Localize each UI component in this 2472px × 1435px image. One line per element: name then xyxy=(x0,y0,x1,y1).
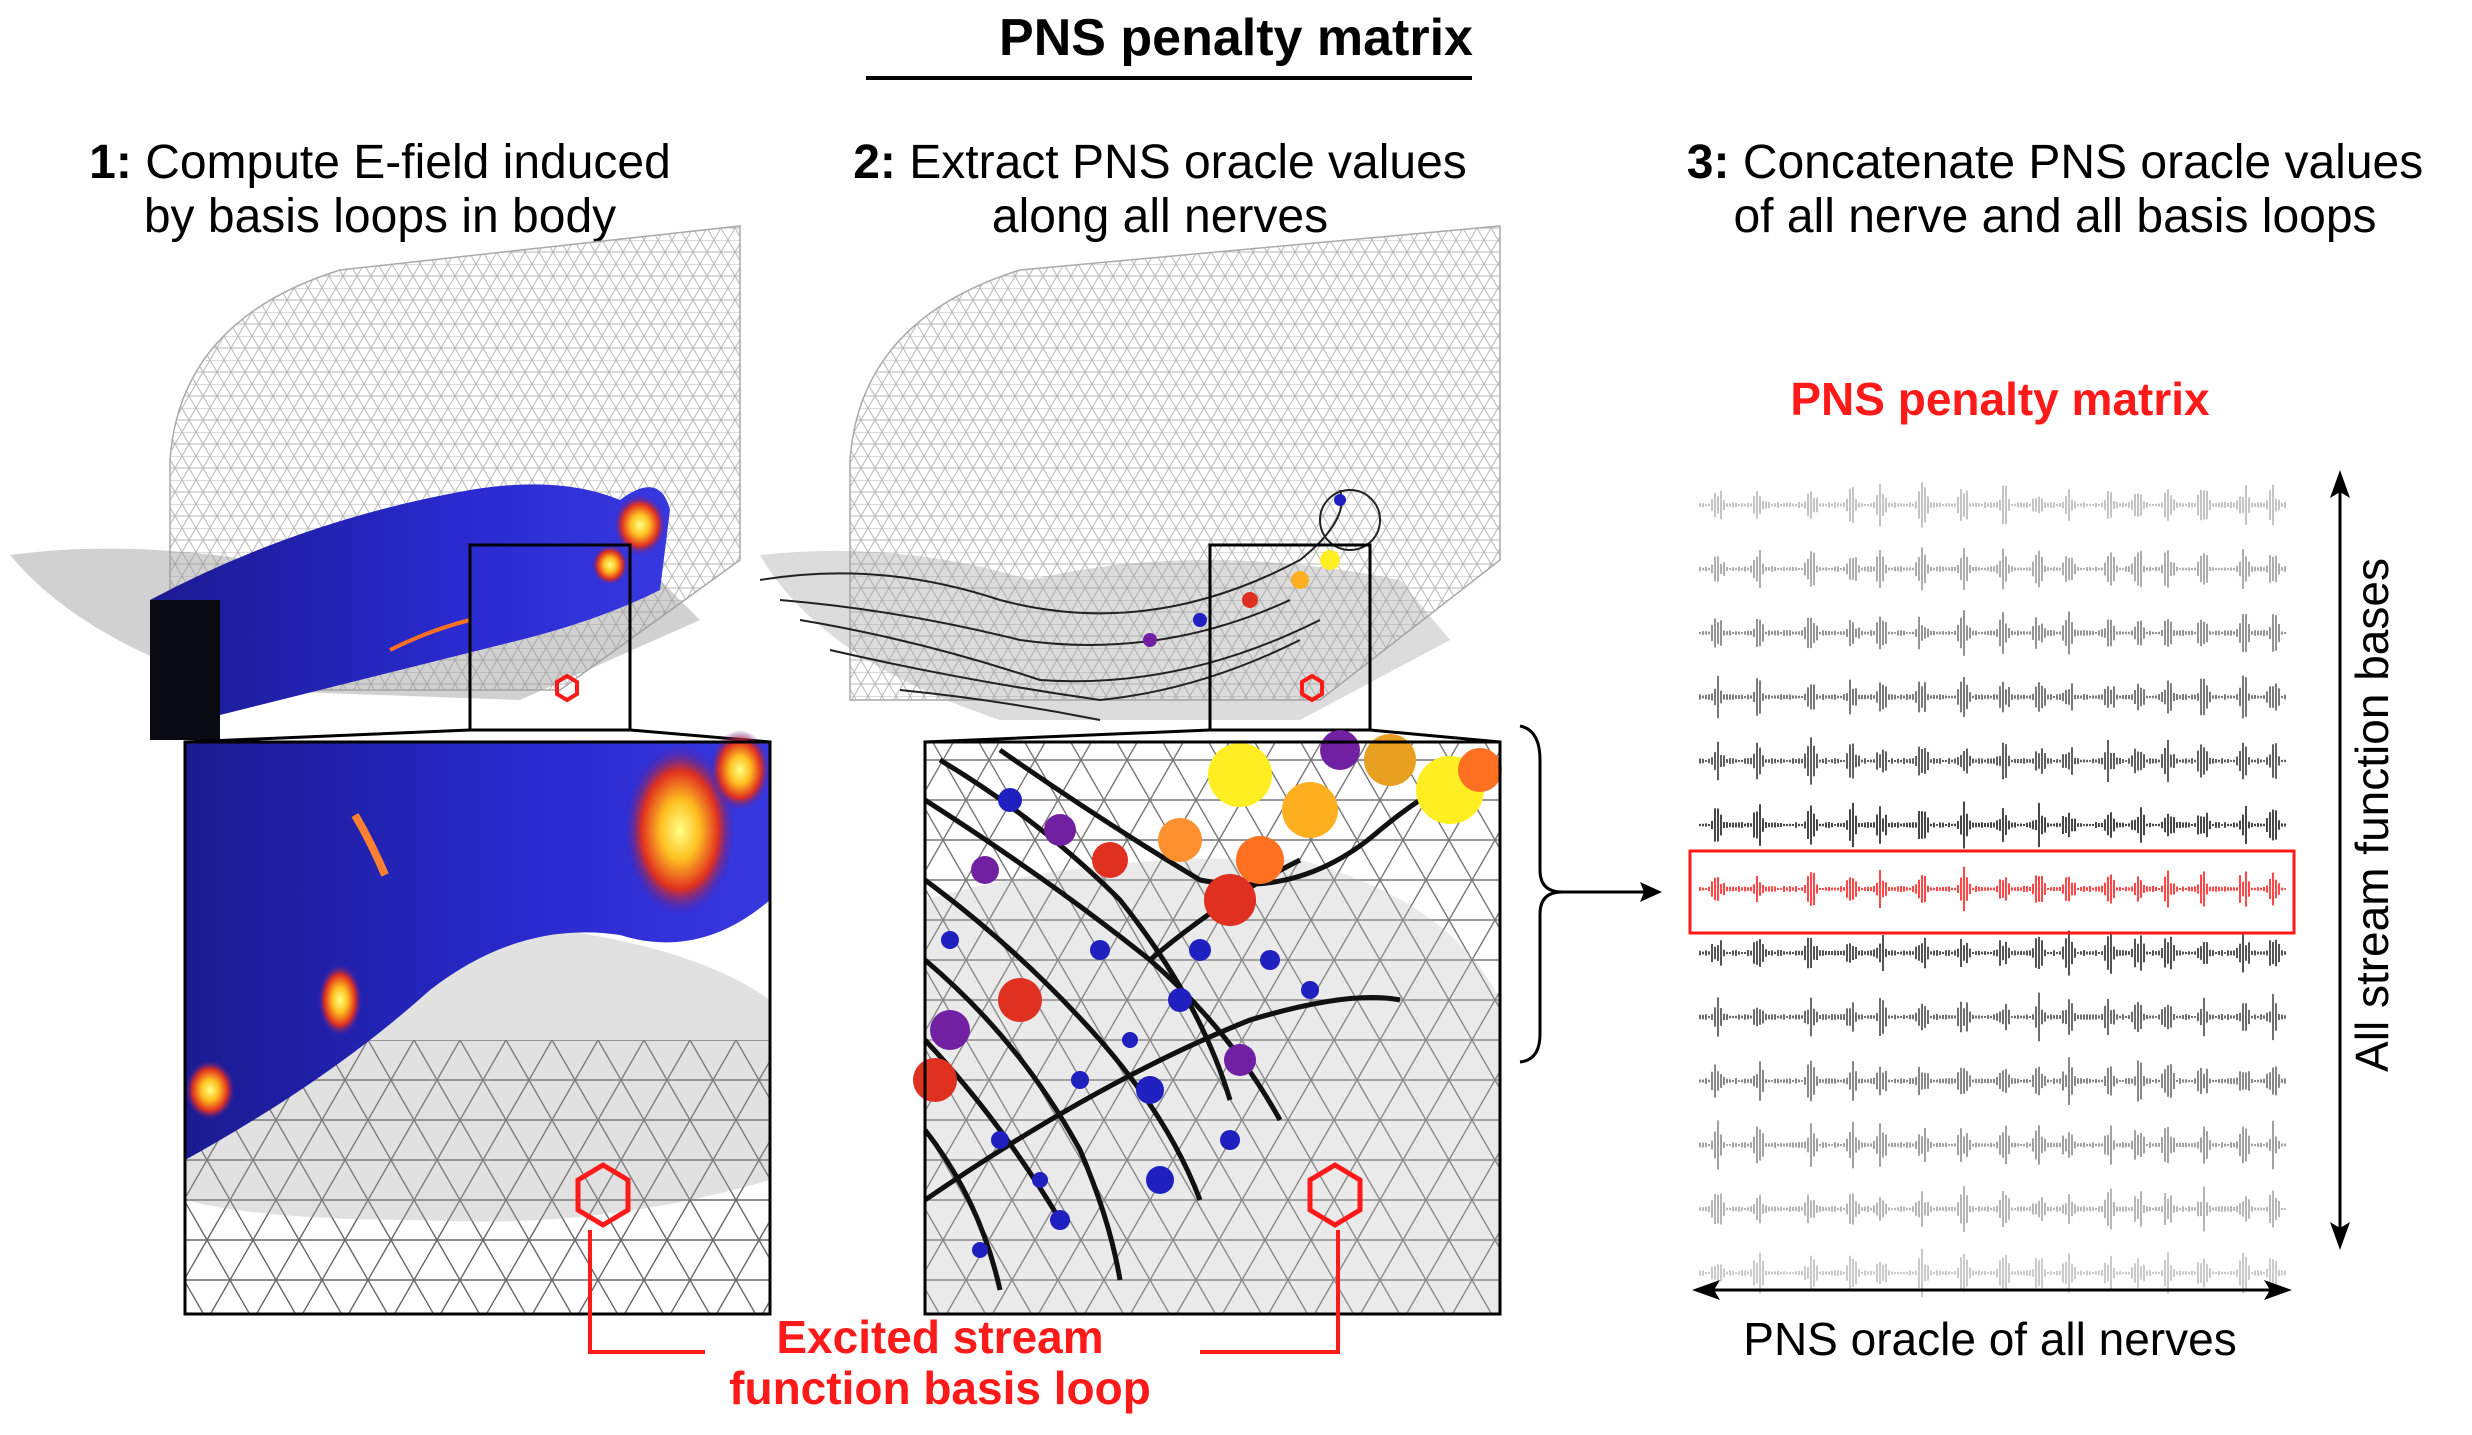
panel-1-efield xyxy=(10,225,772,1316)
step-2-line1: Extract PNS oracle values xyxy=(909,136,1467,189)
signal-row xyxy=(1699,737,2286,785)
panel-2-nerves xyxy=(759,225,1662,1316)
step-1-line1: Compute E-field induced xyxy=(145,136,671,189)
collect-bracket xyxy=(1519,724,1563,1064)
body-feet xyxy=(150,600,220,740)
signal-row xyxy=(1699,1120,2286,1170)
oracle-marker xyxy=(1208,743,1272,807)
penalty-matrix xyxy=(1688,470,2350,1300)
signal-row xyxy=(1699,610,2286,656)
scanner-bore-mesh-2 xyxy=(849,225,1501,701)
basis-loop-large-1 xyxy=(575,1162,631,1228)
zoom-1-body xyxy=(185,742,770,1160)
signal-row xyxy=(1699,801,2286,849)
y-axis-arrow xyxy=(2330,470,2350,1250)
title-underline xyxy=(866,76,1472,80)
signal-row xyxy=(1699,1248,2286,1298)
signal-row xyxy=(1699,1186,2286,1232)
zoom-panel-2-frame xyxy=(923,740,1502,1316)
excited-loop-label: Excited stream function basis loop xyxy=(680,1312,1200,1413)
excited-loop-line1: Excited stream xyxy=(776,1311,1104,1363)
nerve-markers-small xyxy=(1143,494,1346,647)
signal-row xyxy=(1699,1057,2286,1105)
step-3-line2: of all nerve and all basis loops xyxy=(1733,189,2377,243)
body-efield-small xyxy=(150,484,670,720)
step-1-caption: 1: Compute E-field induced by basis loop… xyxy=(20,136,740,244)
step-3-caption: 3: Concatenate PNS oracle values of all … xyxy=(1640,136,2470,244)
excited-loop-line2: function basis loop xyxy=(729,1361,1151,1414)
highlighted-signal-row xyxy=(1699,866,2286,912)
step-2-line2: along all nerves xyxy=(991,189,1329,243)
step-2-number: 2: xyxy=(853,136,896,189)
highlighted-row-box xyxy=(1688,849,2296,935)
zoom-1-hotspot-heart xyxy=(625,745,735,915)
signal-row xyxy=(1699,992,2286,1042)
zoom-2-mesh xyxy=(925,742,1500,1314)
step-3-number: 3: xyxy=(1686,136,1730,189)
signal-row xyxy=(1699,482,2286,528)
signal-row xyxy=(1699,675,2286,719)
step-1-number: 1: xyxy=(89,136,132,189)
basis-loop-small-2 xyxy=(1300,673,1324,703)
hotspot-head xyxy=(614,495,666,555)
signal-row xyxy=(1699,930,2286,976)
zoom-region-1 xyxy=(468,543,632,732)
zoom-region-2 xyxy=(1208,543,1372,732)
figure-title: PNS penalty matrix xyxy=(999,9,1473,67)
signal-row xyxy=(1699,547,2286,591)
x-axis-arrow xyxy=(1692,1280,2292,1300)
excited-leader-right xyxy=(1200,1230,1340,1354)
x-axis-label: PNS oracle of all nerves xyxy=(1743,1313,2237,1365)
hotspot-shoulder xyxy=(592,545,628,585)
basis-loop-small-1 xyxy=(555,673,579,703)
basis-loop-large-2 xyxy=(1307,1162,1363,1228)
matrix-title: PNS penalty matrix xyxy=(1790,373,2210,425)
step-2-caption: 2: Extract PNS oracle values along all n… xyxy=(780,136,1540,244)
step-3-line1: Concatenate PNS oracle values xyxy=(1742,136,2424,189)
zoom-panel-1-frame xyxy=(183,740,772,1316)
zoom-2-oracle-markers xyxy=(913,730,1502,1258)
excited-leader-left xyxy=(588,1230,705,1354)
signal-rows xyxy=(1699,482,2286,1298)
step-1-line2: by basis loops in body xyxy=(143,189,617,243)
y-axis-label: All stream function bases xyxy=(2346,558,2398,1072)
